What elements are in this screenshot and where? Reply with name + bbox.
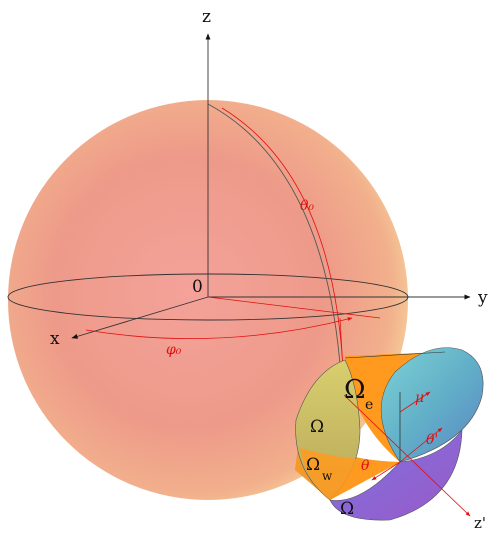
x-axis-label: x xyxy=(50,329,60,349)
y-axis-label: y xyxy=(477,288,488,308)
mu-arrow xyxy=(399,391,431,413)
z-prime-label: z' xyxy=(474,514,486,532)
phi0-label: φ₀ xyxy=(166,342,182,358)
omega-w-label: Ω xyxy=(306,455,320,475)
phi0-arc xyxy=(85,317,353,340)
omega-e-subscript: e xyxy=(365,397,373,413)
mu-label: μ xyxy=(415,390,424,406)
cone-disc-teal xyxy=(380,347,484,463)
projection-line xyxy=(207,296,381,319)
theta0-arc xyxy=(221,107,346,397)
theta-prime-label: θ' xyxy=(426,432,438,448)
z-axis-label: z xyxy=(202,7,211,27)
origin-label: 0 xyxy=(192,277,203,297)
cone-edge-line xyxy=(344,351,446,359)
theta-prime-arrow xyxy=(399,427,443,463)
cone-ring-orange xyxy=(300,448,400,500)
omega-bottom-label: Ω xyxy=(340,499,354,519)
cone-surface-purple xyxy=(329,429,463,521)
omega-e-label: Ω xyxy=(344,375,366,405)
meridian-arc xyxy=(207,103,343,393)
z-prime-axis xyxy=(343,394,471,517)
theta-arrow xyxy=(371,461,401,481)
theta0-label: θ₀ xyxy=(300,198,314,214)
omega-top-label: Ω xyxy=(310,417,324,437)
omega-w-subscript: w xyxy=(322,469,333,483)
theta-label: θ xyxy=(361,458,370,474)
